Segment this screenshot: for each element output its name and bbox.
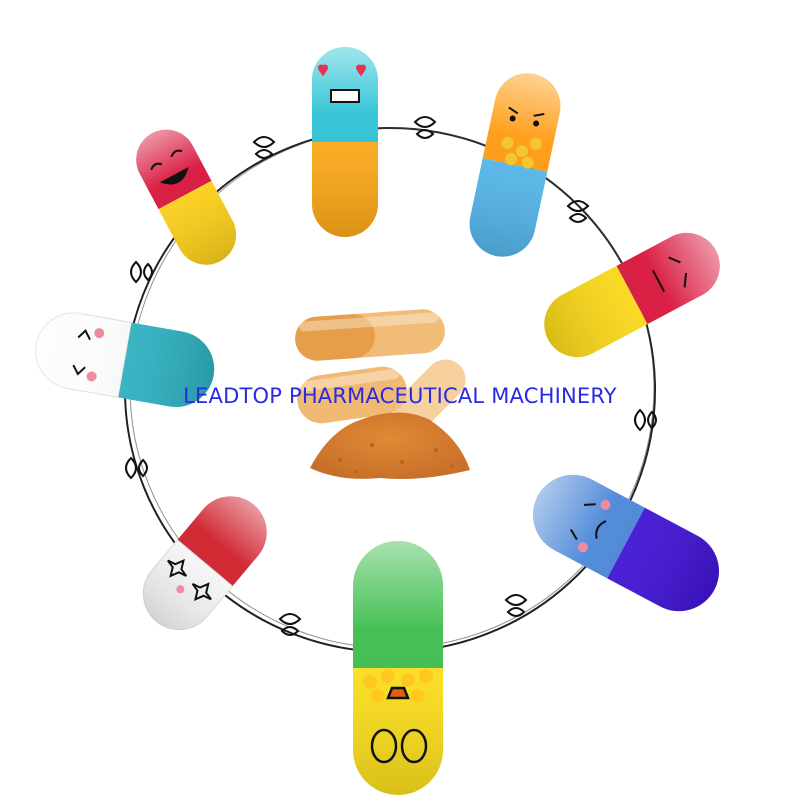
knot-icon: [634, 408, 657, 432]
capsule-face: [167, 558, 212, 602]
gel-capsule: [295, 309, 445, 361]
capsule-face: [150, 149, 189, 185]
knot-icon: [566, 200, 590, 223]
knot-icon: [504, 594, 528, 617]
ring-knots: [125, 116, 657, 636]
knot-icon: [125, 456, 148, 480]
knot-icon: [413, 116, 437, 139]
capsule-face: [651, 256, 688, 292]
capsule-face: [318, 64, 366, 103]
capsule-face: [370, 686, 428, 764]
knot-icon: [278, 613, 302, 636]
capsule-beads: [363, 669, 433, 703]
capsule-purple-blue: [533, 474, 719, 612]
gel-capsule: [394, 359, 466, 431]
capsule-cyan-orange: [312, 47, 378, 237]
knot-icon: [252, 136, 276, 159]
center-gel-capsules: [295, 309, 470, 479]
capsule-red-white: [142, 496, 267, 631]
capsule-face: [508, 106, 545, 127]
capsule-white-teal: [35, 312, 215, 408]
capsule-green-yellow: [353, 541, 443, 795]
powder-pile: [310, 412, 470, 479]
capsule-face: [570, 499, 611, 553]
gel-capsule: [297, 366, 407, 424]
capsule-face: [72, 328, 105, 382]
powder-speckles: [338, 443, 454, 474]
capsule-red-yellow: [136, 129, 237, 265]
capsule-yellow-red: [544, 232, 720, 358]
capsule-beads: [501, 136, 542, 169]
capsule-orange-blue: [469, 73, 561, 257]
knot-icon: [130, 260, 153, 284]
